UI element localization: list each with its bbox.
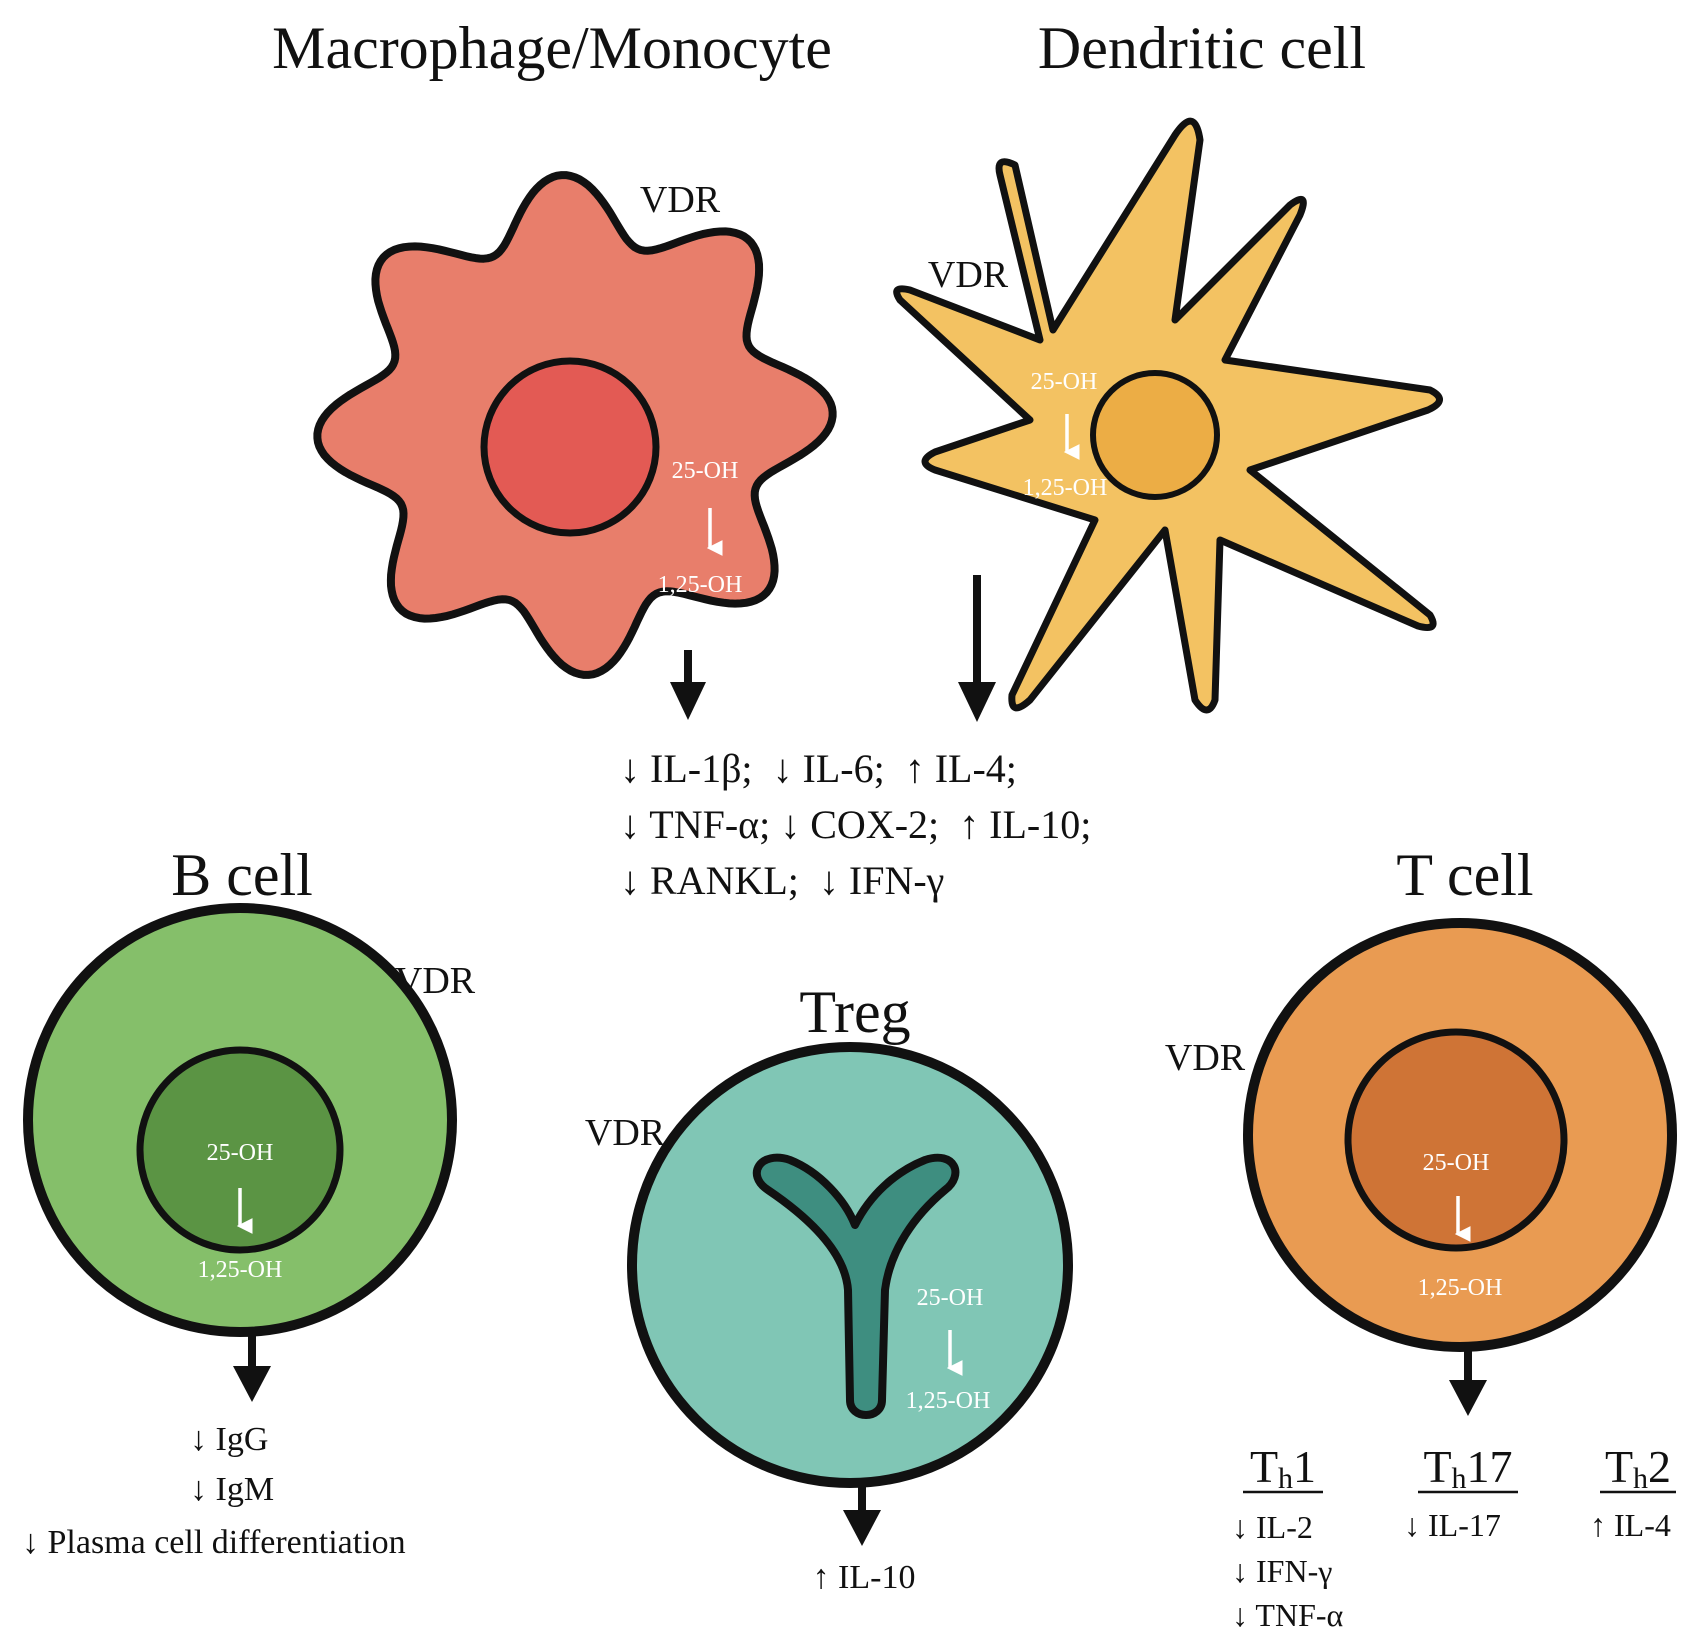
th1-effect-il2: ↓ IL-2	[1232, 1509, 1313, 1545]
treg-vdr-label: VDR	[585, 1112, 666, 1154]
dendritic-output-arrow	[958, 575, 996, 722]
treg-25oh-label: 25-OH	[917, 1285, 984, 1311]
shared-effect-line-1: ↓ IL-1β; ↓ IL-6; ↑ IL-4;	[620, 746, 1017, 791]
tcell-vdr-label: VDR	[1165, 1037, 1246, 1079]
macrophage-125oh-label: 1,25-OH	[658, 572, 743, 598]
bcell-effect-plasma: ↓ Plasma cell differentiation	[22, 1524, 406, 1561]
th2-effect-il4: ↑ IL-4	[1590, 1507, 1671, 1543]
th1-subset: Th1 ↓ IL-2 ↓ IFN-γ ↓ TNF-α	[1232, 1441, 1344, 1633]
macrophage-nucleus	[480, 357, 660, 537]
th1-label: Th1	[1250, 1441, 1316, 1495]
dendritic-nucleus	[1090, 370, 1220, 500]
tcell-125oh-label: 1,25-OH	[1418, 1275, 1503, 1301]
macrophage-vdr-label: VDR	[640, 179, 721, 221]
tcell-title: T cell	[1396, 842, 1533, 908]
th17-label: Th17	[1423, 1441, 1512, 1495]
tcell-25oh-label: 25-OH	[1423, 1150, 1490, 1176]
tcell-output-arrow	[1449, 1350, 1487, 1416]
treg-effect-il10: ↑ IL-10	[813, 1559, 916, 1596]
th1-effect-tnfa: ↓ TNF-α	[1232, 1597, 1344, 1633]
bcell-effect-igm: ↓ IgM	[190, 1471, 274, 1508]
macrophage-output-arrow	[670, 650, 706, 720]
shared-effect-line-2: ↓ TNF-α; ↓ COX-2; ↑ IL-10;	[620, 802, 1091, 847]
bcell-nucleus	[136, 1046, 344, 1254]
shared-effect-line-3: ↓ RANKL; ↓ IFN-γ	[620, 858, 944, 903]
treg-receptor	[752, 1153, 960, 1419]
macrophage-title: Macrophage/Monocyte	[272, 15, 832, 81]
th2-label: Th2	[1605, 1441, 1671, 1495]
tcell-nucleus	[1344, 1028, 1568, 1252]
treg-output-arrow	[843, 1480, 881, 1546]
bcell-output-arrow	[233, 1330, 271, 1402]
bcell-effect-igg: ↓ IgG	[190, 1421, 268, 1458]
dendritic-vdr-label: VDR	[928, 254, 1009, 296]
bcell-25oh-label: 25-OH	[207, 1140, 274, 1166]
th17-subset: Th17 ↓ IL-17	[1404, 1441, 1518, 1543]
bcell-title: B cell	[171, 842, 313, 908]
dendritic-125oh-label: 1,25-OH	[1023, 475, 1108, 501]
dendritic-title: Dendritic cell	[1038, 15, 1366, 81]
th1-effect-ifng: ↓ IFN-γ	[1232, 1553, 1332, 1589]
treg-125oh-label: 1,25-OH	[906, 1388, 991, 1414]
treg-title: Treg	[799, 979, 910, 1045]
dendritic-25oh-label: 25-OH	[1031, 369, 1098, 395]
th2-subset: Th2 ↑ IL-4	[1590, 1441, 1676, 1543]
th17-effect-il17: ↓ IL-17	[1404, 1507, 1501, 1543]
bcell-125oh-label: 1,25-OH	[198, 1257, 283, 1283]
bcell-vdr-label: VDR	[395, 960, 476, 1002]
macrophage-25oh-label: 25-OH	[672, 458, 739, 484]
